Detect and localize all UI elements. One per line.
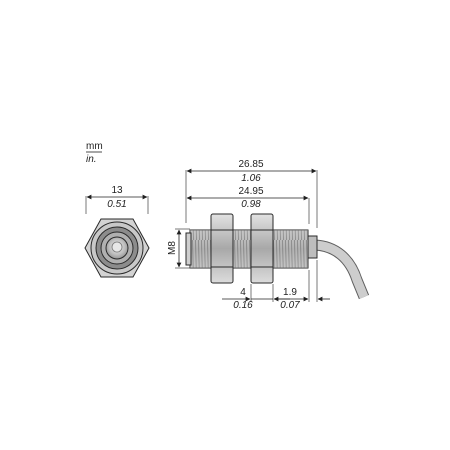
nut-width-mm: 4: [240, 287, 246, 298]
end-cap: [307, 235, 318, 259]
sensing-end-face: [185, 232, 192, 266]
nut-width-in: 0.16: [233, 300, 253, 311]
body-length-mm: 24.95: [238, 186, 263, 197]
front-width-mm: 13: [111, 185, 123, 196]
cable: [314, 240, 369, 299]
unit-inch-label: in.: [86, 154, 97, 165]
sensing-face-center: [111, 241, 123, 253]
unit-mm-label: mm: [86, 141, 103, 152]
nut-right-body: [250, 213, 274, 284]
front-width-in: 0.51: [107, 199, 126, 210]
thread-size-label: M8: [167, 241, 178, 255]
nut-left-body: [210, 213, 234, 284]
end-length-mm: 1.9: [283, 287, 297, 298]
units-legend: mm in.: [86, 141, 103, 165]
end-length-in: 0.07: [280, 300, 300, 311]
threaded-body-shading: [190, 230, 308, 268]
body-length-in: 0.98: [241, 199, 261, 210]
overall-length-mm: 26.85: [238, 159, 263, 170]
side-view: 26.85 1.06 24.95 0.98 M8: [167, 159, 370, 311]
nut-right: [250, 213, 274, 284]
nut-left: [210, 213, 234, 284]
front-view: 13 0.51: [84, 185, 150, 278]
overall-length-in: 1.06: [241, 173, 261, 184]
